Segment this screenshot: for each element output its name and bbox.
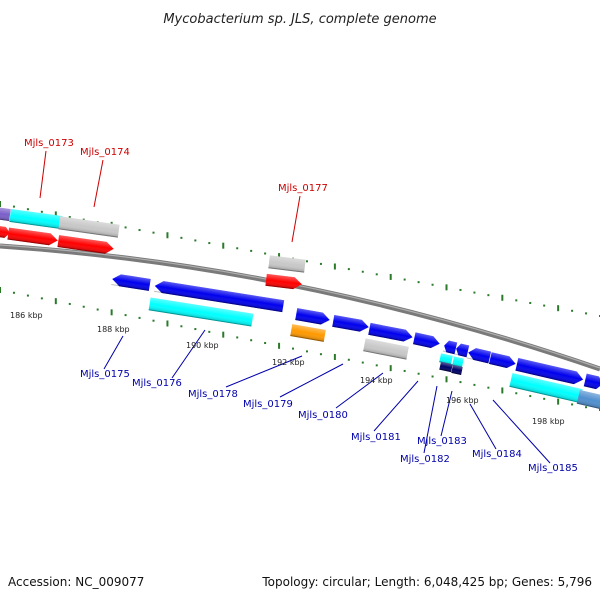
map-title: Mycobacterium sp. JLS, complete genome bbox=[163, 12, 436, 27]
gene-label: Mjls_0184 bbox=[472, 449, 522, 460]
gene-feature-navy bbox=[451, 365, 463, 375]
gene-label: Mjls_0182 bbox=[400, 454, 450, 465]
gene-feature-blue bbox=[413, 332, 440, 348]
gene-label: Mjls_0180 bbox=[298, 410, 348, 421]
leader-line bbox=[492, 399, 551, 464]
gene-feature-orange bbox=[290, 324, 326, 342]
leader-line bbox=[440, 390, 453, 437]
gene-label: Mjls_0175 bbox=[80, 369, 130, 380]
gene-label: Mjls_0179 bbox=[243, 399, 293, 410]
gene-feature-blue bbox=[442, 340, 458, 355]
gene-labels: Mjls_0173Mjls_0174Mjls_0177Mjls_0175Mjls… bbox=[24, 138, 578, 474]
scale-label: 188 kbp bbox=[97, 325, 130, 334]
leader-line bbox=[469, 403, 497, 450]
gene-feature-blue bbox=[466, 348, 492, 364]
leader-line bbox=[291, 195, 301, 243]
leader-line bbox=[39, 150, 47, 199]
gene-feature-blue bbox=[153, 281, 285, 313]
scale-labels: 186 kbp 188 kbp 190 kbp 192 kbp 194 kbp 196 k… bbox=[10, 311, 565, 426]
gene-feature-blue bbox=[332, 314, 369, 332]
gene-feature-red bbox=[0, 225, 10, 238]
topology-text: Topology: circular; Length: 6,048,425 bp… bbox=[261, 575, 592, 589]
scale-label: 192 kbp bbox=[272, 358, 305, 367]
label-leaders bbox=[39, 150, 551, 464]
gene-feature-steel bbox=[576, 390, 600, 410]
gene-feature-cyan bbox=[509, 373, 583, 403]
gene-feature-cyan bbox=[9, 208, 63, 230]
gene-label: Mjls_0185 bbox=[528, 463, 578, 474]
gene-feature-red bbox=[57, 235, 114, 254]
gene-feature-blue bbox=[515, 358, 584, 385]
leader-line bbox=[225, 355, 303, 388]
gene-features bbox=[0, 206, 600, 410]
gene-feature-purple bbox=[0, 206, 11, 222]
leader-line bbox=[335, 372, 384, 409]
gene-label: Mjls_0177 bbox=[278, 183, 328, 194]
genome-backbone bbox=[0, 243, 600, 372]
gene-feature-blue bbox=[583, 373, 600, 390]
leader-line bbox=[373, 380, 419, 432]
gene-label: Mjls_0178 bbox=[188, 389, 238, 400]
gene-feature-gray bbox=[268, 255, 306, 273]
gene-label: Mjls_0173 bbox=[24, 138, 74, 149]
scale-label: 190 kbp bbox=[186, 341, 219, 350]
gene-feature-navy bbox=[439, 361, 453, 373]
gene-label: Mjls_0174 bbox=[80, 147, 130, 158]
leader-line bbox=[93, 159, 104, 208]
gene-label: Mjls_0181 bbox=[351, 432, 401, 443]
gene-label: Mjls_0183 bbox=[417, 436, 467, 447]
genome-backbone-highlight bbox=[0, 244, 600, 369]
gene-feature-blue bbox=[111, 274, 151, 291]
scale-label: 194 kbp bbox=[360, 376, 393, 385]
gene-feature-blue bbox=[368, 322, 413, 342]
leader-line bbox=[423, 385, 438, 454]
leader-line bbox=[279, 363, 344, 398]
scale-label: 196 kbp bbox=[446, 396, 479, 405]
gene-feature-cyan bbox=[148, 297, 254, 327]
gene-feature-blue bbox=[295, 308, 330, 325]
gene-feature-red bbox=[7, 227, 58, 246]
accession-text: Accession: NC_009077 bbox=[8, 575, 144, 589]
leader-line bbox=[171, 329, 206, 379]
gene-label: Mjls_0176 bbox=[132, 378, 182, 389]
gene-feature-blue bbox=[488, 352, 516, 369]
gene-feature-blue bbox=[454, 343, 470, 358]
scale-label: 186 kbp bbox=[10, 311, 43, 320]
leader-line bbox=[103, 335, 124, 370]
gene-feature-red bbox=[265, 273, 302, 290]
gene-feature-gray bbox=[58, 216, 120, 238]
scale-label: 198 kbp bbox=[532, 417, 565, 426]
gene-feature-cyan bbox=[452, 356, 464, 368]
gene-feature-gray bbox=[363, 338, 409, 360]
